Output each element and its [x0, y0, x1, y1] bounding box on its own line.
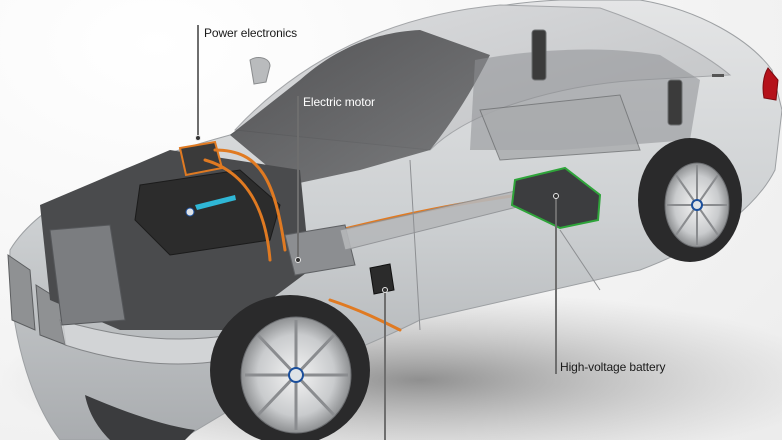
tail-light	[762, 67, 779, 101]
engine-accent-stripe	[195, 195, 236, 210]
windshield	[230, 30, 490, 185]
electric-motor-anchor-dot	[295, 257, 301, 263]
electric-motor-leader-line	[297, 96, 299, 262]
high-voltage-battery-anchor-dot	[553, 193, 559, 199]
electric-motor-label: Electric motor	[303, 95, 375, 109]
rear-suspension	[479, 29, 683, 161]
power-electronics-unit	[178, 140, 224, 177]
engine-cover	[134, 169, 281, 256]
side-mirror	[249, 57, 271, 85]
high-voltage-battery-label: High-voltage battery	[560, 360, 666, 374]
rear-wheel	[638, 138, 742, 262]
power-electronics-anchor-dot	[195, 135, 201, 141]
door-seam	[409, 159, 601, 331]
rear-badge	[712, 74, 724, 77]
power-electronics-label: Power electronics	[204, 26, 298, 40]
electric-motor-unit	[284, 224, 356, 276]
charging-socket-unit	[369, 263, 395, 295]
radiator	[49, 224, 126, 326]
front-wheel	[210, 295, 370, 440]
engine-logo	[185, 207, 195, 217]
high-voltage-battery-leader-line	[555, 196, 557, 374]
front-air-intake	[85, 395, 195, 440]
charging-socket-leader-line	[384, 290, 386, 440]
power-electronics-leader-line	[197, 25, 199, 140]
charging-socket-anchor-dot	[382, 287, 388, 293]
